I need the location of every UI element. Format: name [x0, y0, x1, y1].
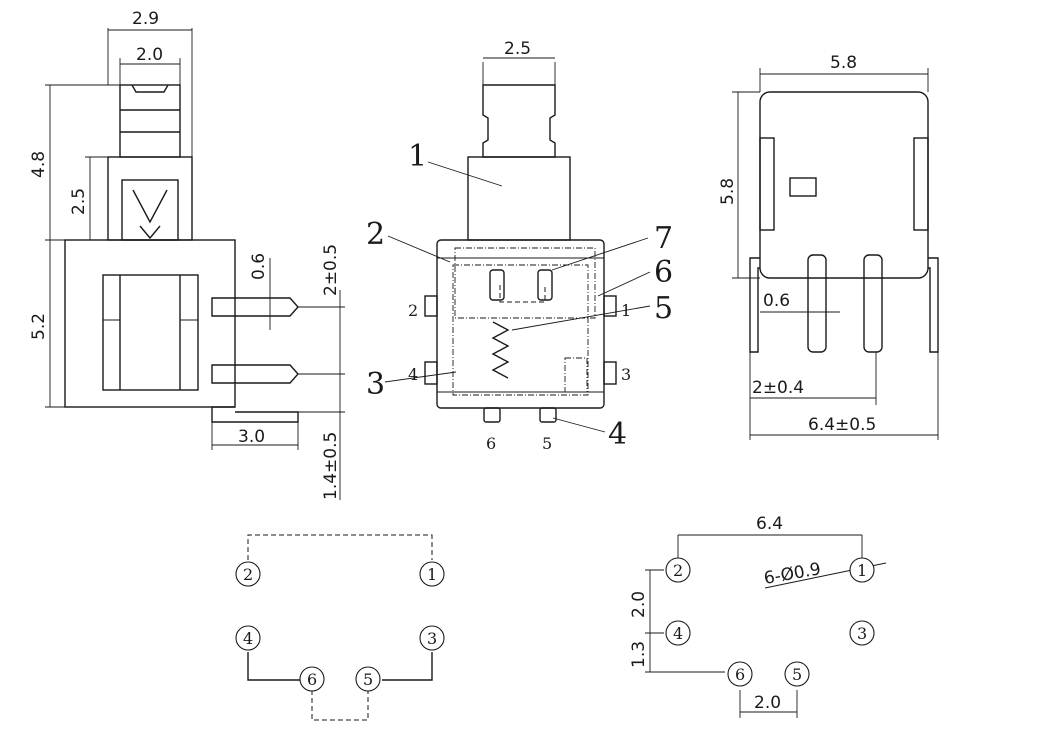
- footprint-pad-5: 5: [792, 665, 802, 684]
- schematic-pin-2: 2: [243, 565, 253, 584]
- callout-6: 6: [654, 255, 673, 290]
- dim-top-pin-pitch: 2±0.4: [752, 378, 804, 398]
- footprint-pad-6: 6: [735, 665, 745, 684]
- dim-pin-length: 3.0: [238, 427, 265, 447]
- footprint: 6.4 2.0 1.3 2.0 6-Ø0.9 1 2 3 4 5 6: [629, 514, 887, 718]
- front-view: 2.5 1 2 3 4 5 6 7 1: [366, 39, 673, 453]
- dim-footprint-bottom-pitch: 2.0: [754, 693, 781, 713]
- front-pin-2: 2: [408, 301, 418, 320]
- callout-2: 2: [366, 217, 385, 252]
- callout-4: 4: [608, 417, 627, 452]
- dim-top-width: 2.9: [132, 9, 159, 29]
- front-pin-3: 3: [621, 365, 631, 384]
- footprint-hole-spec: 6-Ø0.9: [762, 559, 822, 589]
- callout-1: 1: [408, 139, 427, 174]
- dim-pin-thickness: 0.6: [249, 253, 269, 280]
- dim-footprint-row-offset: 1.3: [629, 641, 649, 668]
- dim-footprint-row-pitch: 2.0: [629, 591, 649, 618]
- footprint-pad-1: 1: [857, 561, 867, 580]
- dim-total-height: 4.8: [29, 151, 49, 178]
- schematic-pin-5: 5: [363, 670, 373, 689]
- footprint-pad-2: 2: [673, 561, 683, 580]
- dim-inner-width: 2.0: [136, 45, 163, 65]
- dim-pin-bottom: 1.4±0.5: [321, 432, 341, 500]
- schematic-pin-3: 3: [427, 629, 437, 648]
- callout-5: 5: [654, 291, 673, 326]
- front-pin-5: 5: [542, 434, 552, 453]
- dim-stem-height: 2.5: [69, 188, 89, 215]
- schematic: 1 2 3 4 5 6: [235, 534, 445, 721]
- schematic-pin-4: 4: [243, 629, 253, 648]
- schematic-pin-1: 1: [427, 565, 437, 584]
- dim-top-width-5.8: 5.8: [830, 53, 857, 73]
- callout-3: 3: [366, 367, 385, 402]
- dim-top-height-5.8: 5.8: [718, 178, 738, 205]
- footprint-pad-3: 3: [857, 624, 867, 643]
- front-pin-1: 1: [621, 301, 631, 320]
- dim-button-width: 2.5: [504, 39, 531, 59]
- top-view: 5.8 5.8 0.6 2±0.4 6.4±0.5: [718, 53, 939, 440]
- dim-pin-offset: 2±0.5: [321, 244, 341, 296]
- front-pin-6: 6: [486, 434, 496, 453]
- callout-7: 7: [654, 221, 673, 256]
- side-view: 2.9 2.0 4.8 2.5 5.2 0.6 2±0.5 3.0 1.4±0.…: [29, 9, 345, 500]
- dim-top-pin-thickness: 0.6: [763, 291, 790, 311]
- footprint-pad-4: 4: [673, 624, 683, 643]
- dim-body-height: 5.2: [29, 313, 49, 340]
- schematic-pin-6: 6: [307, 670, 317, 689]
- front-pin-4: 4: [408, 365, 418, 384]
- dim-top-pin-span: 6.4±0.5: [808, 415, 876, 435]
- dim-footprint-width: 6.4: [756, 514, 783, 534]
